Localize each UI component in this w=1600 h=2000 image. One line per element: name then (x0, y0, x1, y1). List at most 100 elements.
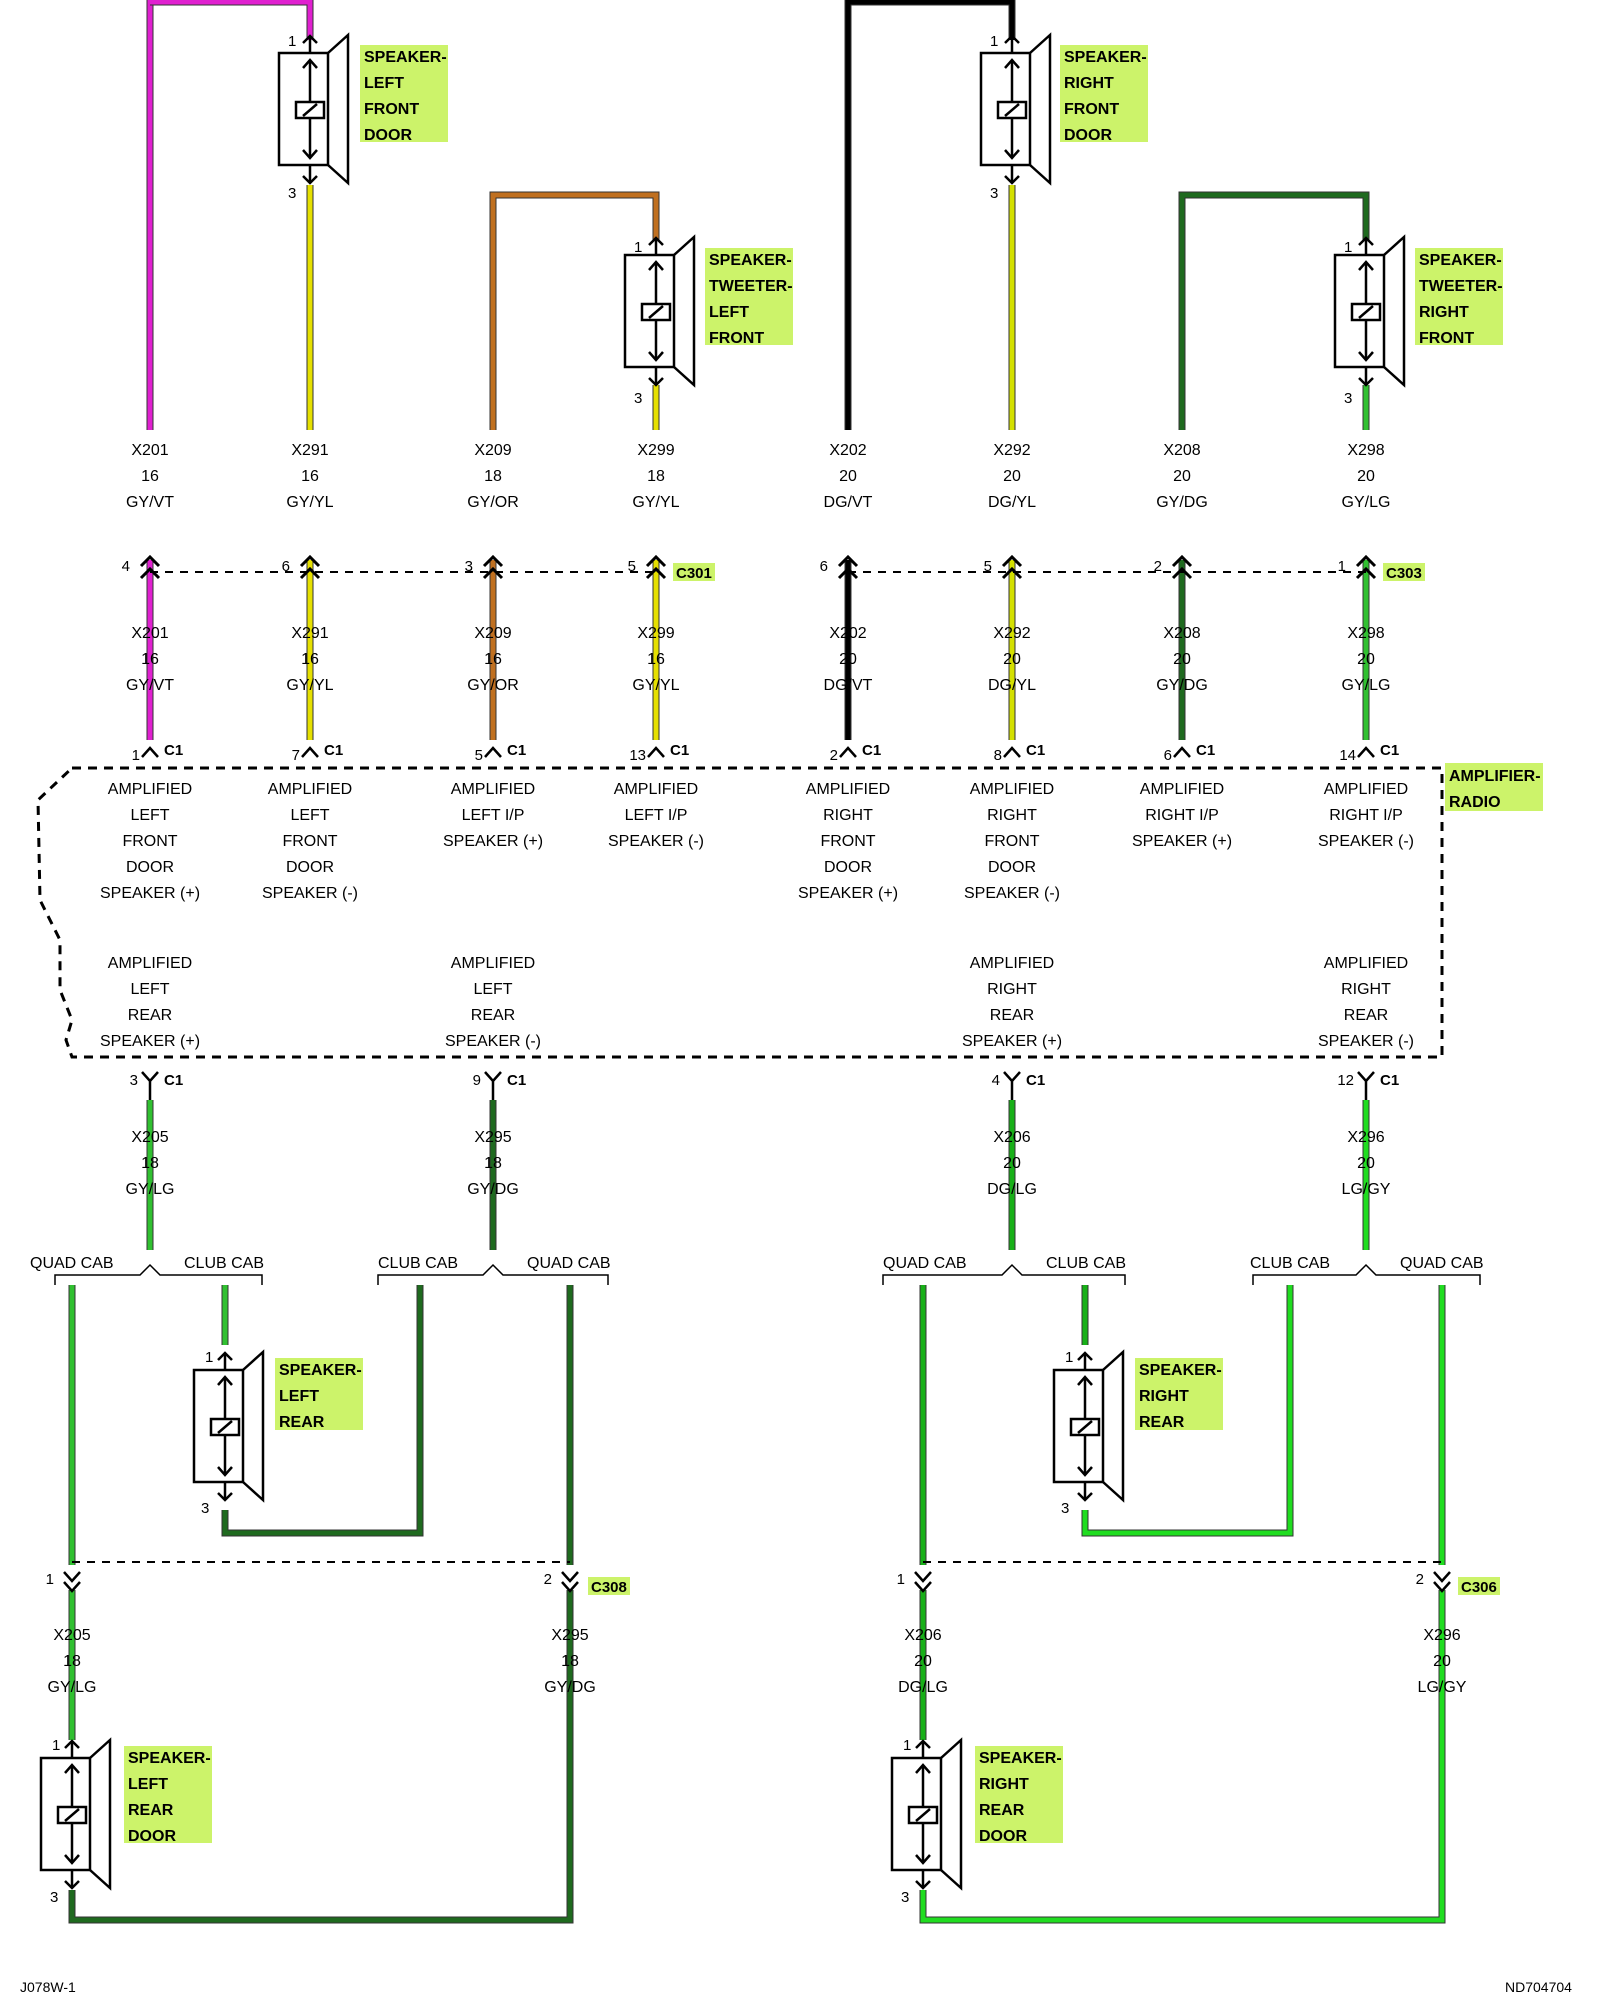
wire-lower-label: X202 (829, 625, 866, 642)
label-line: RIGHT (979, 1776, 1029, 1793)
label-line: REAR (1139, 1414, 1185, 1431)
speaker-right-front-door-symbol (979, 32, 1052, 186)
label-line: REAR (279, 1414, 325, 1431)
speaker-left-rear-door-symbol (39, 1737, 112, 1891)
label-amplifier-radio: AMPLIFIER-RADIO (1449, 768, 1541, 811)
wire-upper-label: GY/YL (632, 494, 679, 511)
wire-upper-label: GY/LG (1342, 494, 1391, 511)
speaker-box (277, 51, 330, 167)
wire-upper-label: GY/OR (467, 494, 519, 511)
bottom-wire-label: 18 (63, 1653, 81, 1670)
bottom-wire-label: GY/LG (48, 1679, 97, 1696)
c1-pin-symbol (1357, 746, 1375, 758)
amp-pin-function: SPEAKER (+) (100, 1033, 200, 1050)
c1-pin-number: 1 (132, 747, 140, 764)
c1-label: C1 (1026, 742, 1045, 759)
connector-pin-number: 3 (465, 558, 473, 575)
amp-pin-function: SPEAKER (-) (964, 885, 1060, 902)
wire-lower-label: 16 (301, 651, 319, 668)
amp-pin-function: AMPLIFIED (268, 781, 352, 798)
wire-upper-label: 20 (1173, 468, 1191, 485)
label-line: RIGHT (1139, 1388, 1189, 1405)
amp-pin-function: LEFT I/P (462, 807, 525, 824)
bottom-wire-label: 20 (1433, 1653, 1451, 1670)
wire-upper-label: X202 (829, 442, 866, 459)
connector-pin-symbol (645, 554, 667, 580)
label-line: SPEAKER- (128, 1750, 211, 1767)
pin-minus: 3 (288, 185, 296, 202)
wire-upper-label: 16 (141, 468, 159, 485)
amp-pin-function: LEFT I/P (625, 807, 688, 824)
wire-lower-label: 20 (839, 651, 857, 668)
pin-plus: 1 (634, 239, 642, 256)
c1-label: C1 (324, 742, 343, 759)
speaker-arrows (1358, 260, 1374, 362)
connector-pin-number: 4 (122, 558, 130, 575)
label-line: DOOR (1064, 127, 1112, 144)
pin-plus: 1 (52, 1737, 60, 1754)
connector-pin-number: 2 (1154, 558, 1162, 575)
rear-wire-label: GY/LG (126, 1181, 175, 1198)
cab-splits: QUAD CAB CLUB CAB CLUB CAB QUAD CAB QUAD… (30, 1255, 1484, 1285)
speaker-cone (89, 1737, 112, 1891)
connector-pin-number: 2 (544, 1571, 552, 1588)
rear-wire-label: 18 (484, 1155, 502, 1172)
speaker-coil-slash (217, 1420, 233, 1434)
label-highlight (360, 45, 448, 142)
label-line: SPEAKER- (979, 1750, 1062, 1767)
c1-pin-number: 3 (130, 1072, 138, 1089)
amp-pin-function: DOOR (286, 859, 334, 876)
speaker-arrows (302, 58, 318, 160)
connector-pin-symbol (299, 554, 321, 580)
pin-minus: 3 (50, 1889, 58, 1906)
rear-wire-label: 20 (1003, 1155, 1021, 1172)
speaker-arrows (1077, 1375, 1093, 1477)
connector-pin-number: 2 (1416, 1571, 1424, 1588)
wire-lower-label: 16 (484, 651, 502, 668)
label-highlight (1445, 763, 1543, 811)
connector-c303-label: C303 (1386, 565, 1422, 582)
wire-lower-label: X291 (291, 625, 328, 642)
amp-pin-function: LEFT (130, 807, 169, 824)
c1-pin-symbol (839, 746, 857, 758)
wire-upper-label: 18 (484, 468, 502, 485)
wire-lower-label: GY/DG (1156, 677, 1208, 694)
cab-label-club: CLUB CAB (184, 1255, 264, 1272)
wire-x296-bot (920, 1590, 1445, 1923)
wire-upper-label: DG/VT (824, 494, 873, 511)
speaker-tweeter-left-front-symbol (623, 234, 696, 388)
wire-upper-label: X201 (131, 442, 168, 459)
amp-pin-function: SPEAKER (-) (445, 1033, 541, 1050)
wire-x202-top (845, 0, 1015, 430)
speaker-arrows (64, 1763, 80, 1865)
wire-lower-label: 20 (1173, 651, 1191, 668)
cab-label-quad: QUAD CAB (1400, 1255, 1484, 1272)
speaker-box (890, 1756, 943, 1872)
wire-lower-label: GY/YL (632, 677, 679, 694)
amp-pin-function: DOOR (988, 859, 1036, 876)
speaker-coil-slash (1004, 103, 1020, 117)
wire-lower-label: 16 (141, 651, 159, 668)
c1-label: C1 (1380, 1072, 1399, 1089)
amp-pin-function: RIGHT (987, 981, 1037, 998)
c1-pin-symbol (1357, 1071, 1375, 1100)
pin-plus: 1 (990, 33, 998, 50)
speaker-left-front-door-symbol (277, 32, 350, 186)
speaker-cone (242, 1349, 265, 1503)
wire-upper-label: 20 (839, 468, 857, 485)
wire-upper-label: X299 (637, 442, 674, 459)
label-highlight (1458, 1577, 1500, 1595)
bottom-wire-label: X205 (53, 1627, 90, 1644)
wire-lower-label: X299 (637, 625, 674, 642)
amp-pin-function: FRONT (282, 833, 337, 850)
label-highlight (1415, 248, 1503, 345)
cab-label-club: CLUB CAB (1046, 1255, 1126, 1272)
connector-pin-number: 6 (820, 558, 828, 575)
connector-pin-number: 1 (1338, 558, 1346, 575)
speaker-box (1052, 1368, 1105, 1484)
connector-pin-number: 6 (282, 558, 290, 575)
